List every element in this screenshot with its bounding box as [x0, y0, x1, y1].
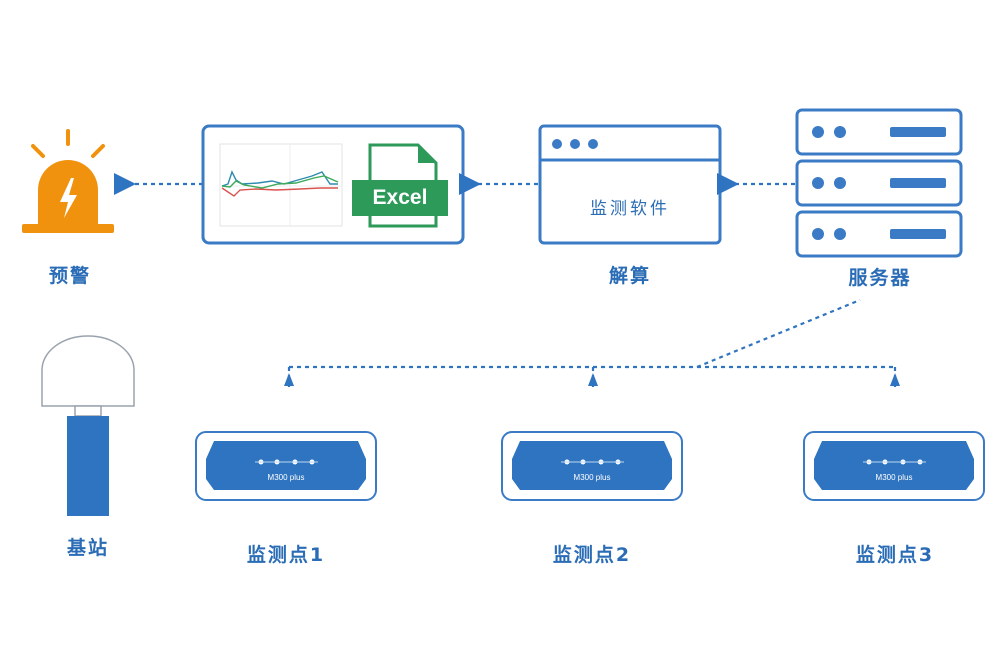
- excel-icon: [352, 143, 448, 228]
- excel-label: Excel: [372, 186, 428, 209]
- data-panel: [201, 124, 465, 245]
- device-3-model: M300 plus: [875, 473, 913, 482]
- base-station-label: 基站: [66, 537, 109, 559]
- server-label: 服务器: [848, 267, 912, 289]
- software-window: [538, 124, 722, 245]
- software-label: 监测软件: [590, 199, 670, 219]
- device-2: [501, 431, 683, 501]
- alarm-icon: [22, 129, 114, 233]
- point-3-label: 监测点3: [855, 544, 935, 566]
- calc-label: 解算: [608, 265, 651, 287]
- point-1-label: 监测点1: [246, 544, 326, 566]
- point-2-label: 监测点2: [552, 544, 632, 566]
- chart-thumbnail: [219, 143, 343, 227]
- server-icon: [795, 108, 963, 258]
- alarm-label: 预警: [48, 265, 91, 287]
- device-3: [803, 431, 985, 501]
- device-2-model: M300 plus: [573, 473, 611, 482]
- device-1: [195, 431, 377, 501]
- base-station-icon: [41, 335, 135, 516]
- network-arrowheads: [284, 373, 900, 386]
- device-1-model: M300 plus: [267, 473, 305, 482]
